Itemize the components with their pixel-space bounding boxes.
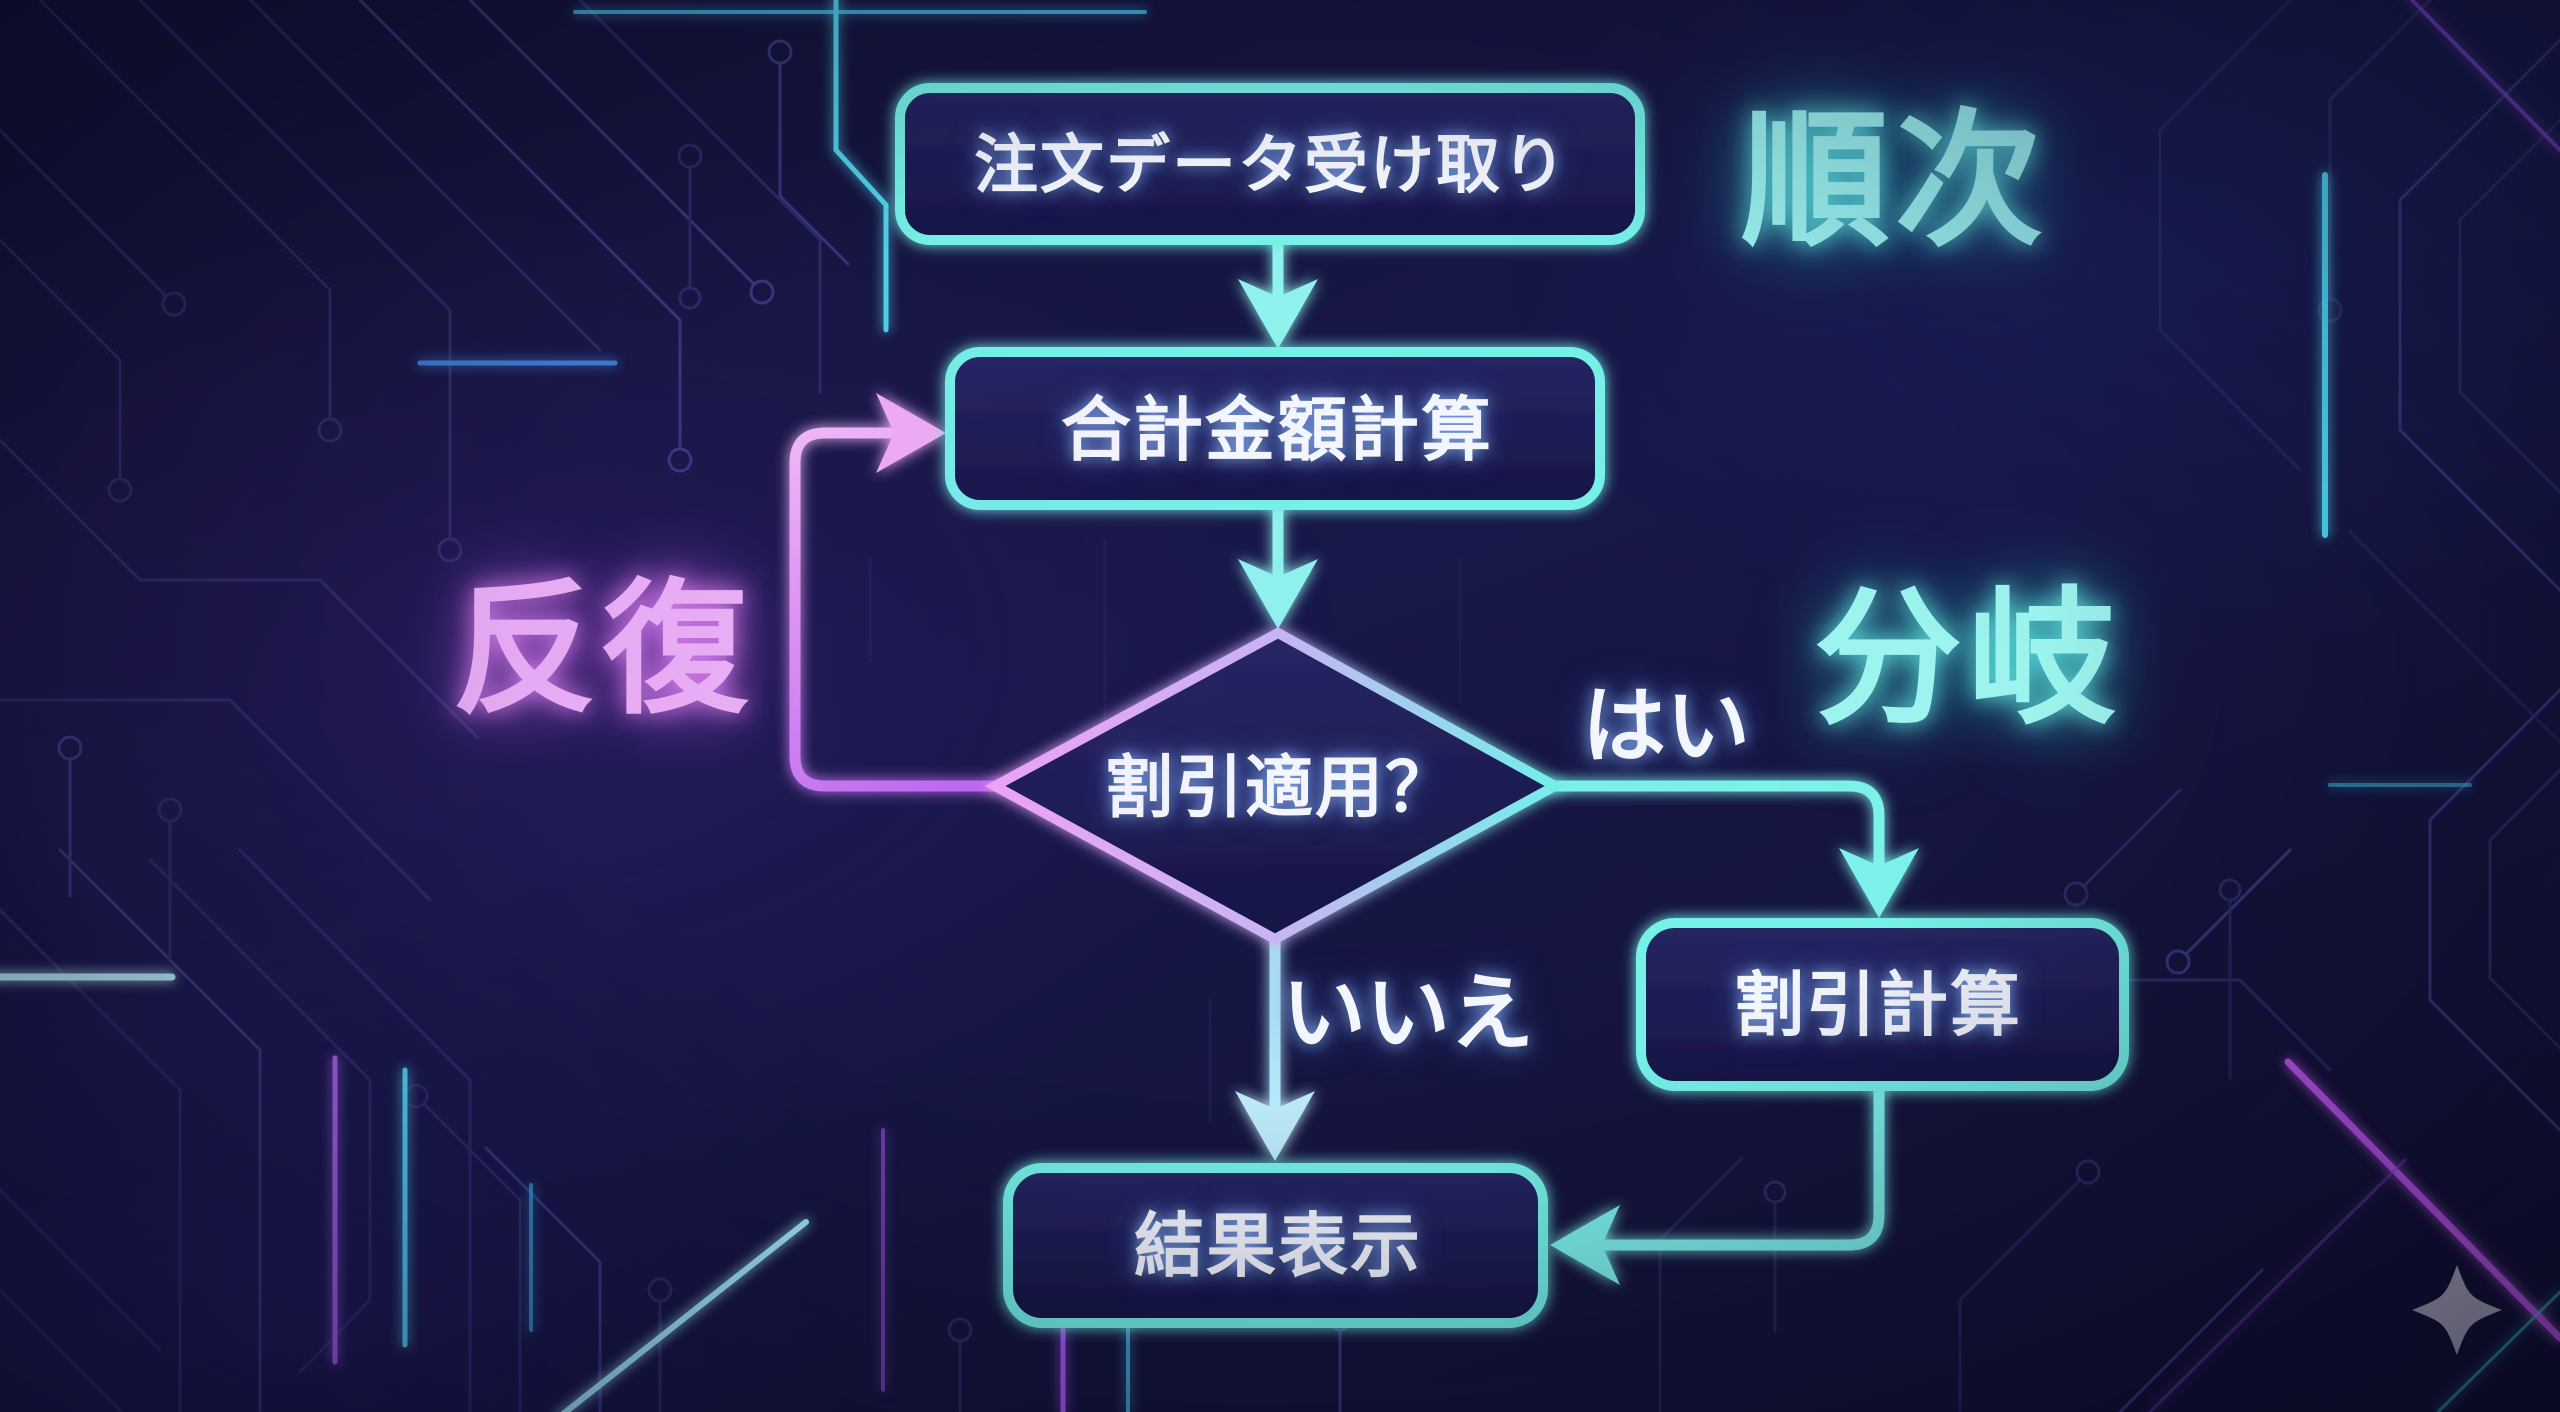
arrow-receive-to-total bbox=[1238, 234, 1318, 349]
node-label-total-calculation: 合計金額計算 bbox=[1061, 391, 1493, 469]
node-label-display-result: 結果表示 bbox=[1134, 1207, 1422, 1285]
node-label-discount-calculation: 割引計算 bbox=[1734, 966, 2022, 1044]
edge-label-no: いいえ bbox=[1281, 966, 1535, 1060]
sparkle-icon bbox=[2412, 1265, 2502, 1355]
node-label-discount-decision: 割引適用？ bbox=[1104, 750, 1456, 826]
arrow-total-to-decision bbox=[1238, 499, 1318, 629]
arrow-decision-yes-to-discount bbox=[1547, 780, 1919, 918]
arrow-discount-to-result bbox=[1550, 1080, 1885, 1285]
region-label-sequence: 順次 bbox=[1741, 99, 2049, 264]
region-label-branch: 分岐 bbox=[1814, 577, 2122, 742]
node-label-receive-order: 注文データ受け取り bbox=[974, 129, 1568, 201]
region-label-loop: 反復 bbox=[452, 568, 754, 731]
edge-label-yes: はい bbox=[1581, 679, 1751, 773]
